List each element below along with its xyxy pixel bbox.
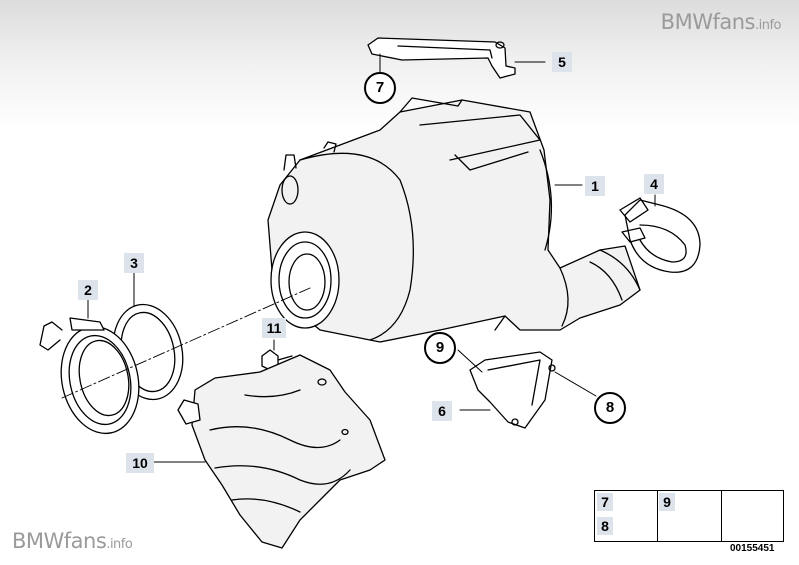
callout-2: 2 [78, 280, 98, 300]
legend-cell-1 [595, 491, 658, 541]
callout-5: 5 [552, 52, 572, 72]
callout-6: 6 [432, 401, 452, 421]
heat-shield-part [149, 354, 386, 549]
callout-1: 1 [585, 176, 605, 196]
callout-circle-9: 9 [424, 332, 456, 364]
legend-cell-2 [657, 491, 722, 541]
v-band-clamp-part [39, 297, 140, 435]
watermark-top: BMWfans.info [660, 10, 782, 34]
fastener-legend: 7 8 9 [594, 490, 784, 542]
bolt-part [261, 339, 293, 371]
callout-4: 4 [644, 174, 664, 194]
strap-clamp-part [619, 194, 701, 273]
document-number: 00155451 [730, 543, 775, 554]
callout-11: 11 [262, 318, 286, 338]
callout-3: 3 [124, 253, 144, 273]
legend-label-9: 9 [659, 493, 675, 511]
particulate-filter-part [267, 97, 641, 343]
bracket-part [367, 37, 546, 79]
legend-label-7: 7 [597, 493, 613, 511]
callout-10: 10 [126, 453, 154, 473]
small-bracket-part [457, 349, 597, 429]
callout-circle-7: 7 [364, 72, 396, 104]
watermark-bottom: BMWfans.info [12, 529, 133, 553]
callout-circle-8: 8 [594, 392, 626, 424]
legend-label-8: 8 [597, 517, 613, 535]
